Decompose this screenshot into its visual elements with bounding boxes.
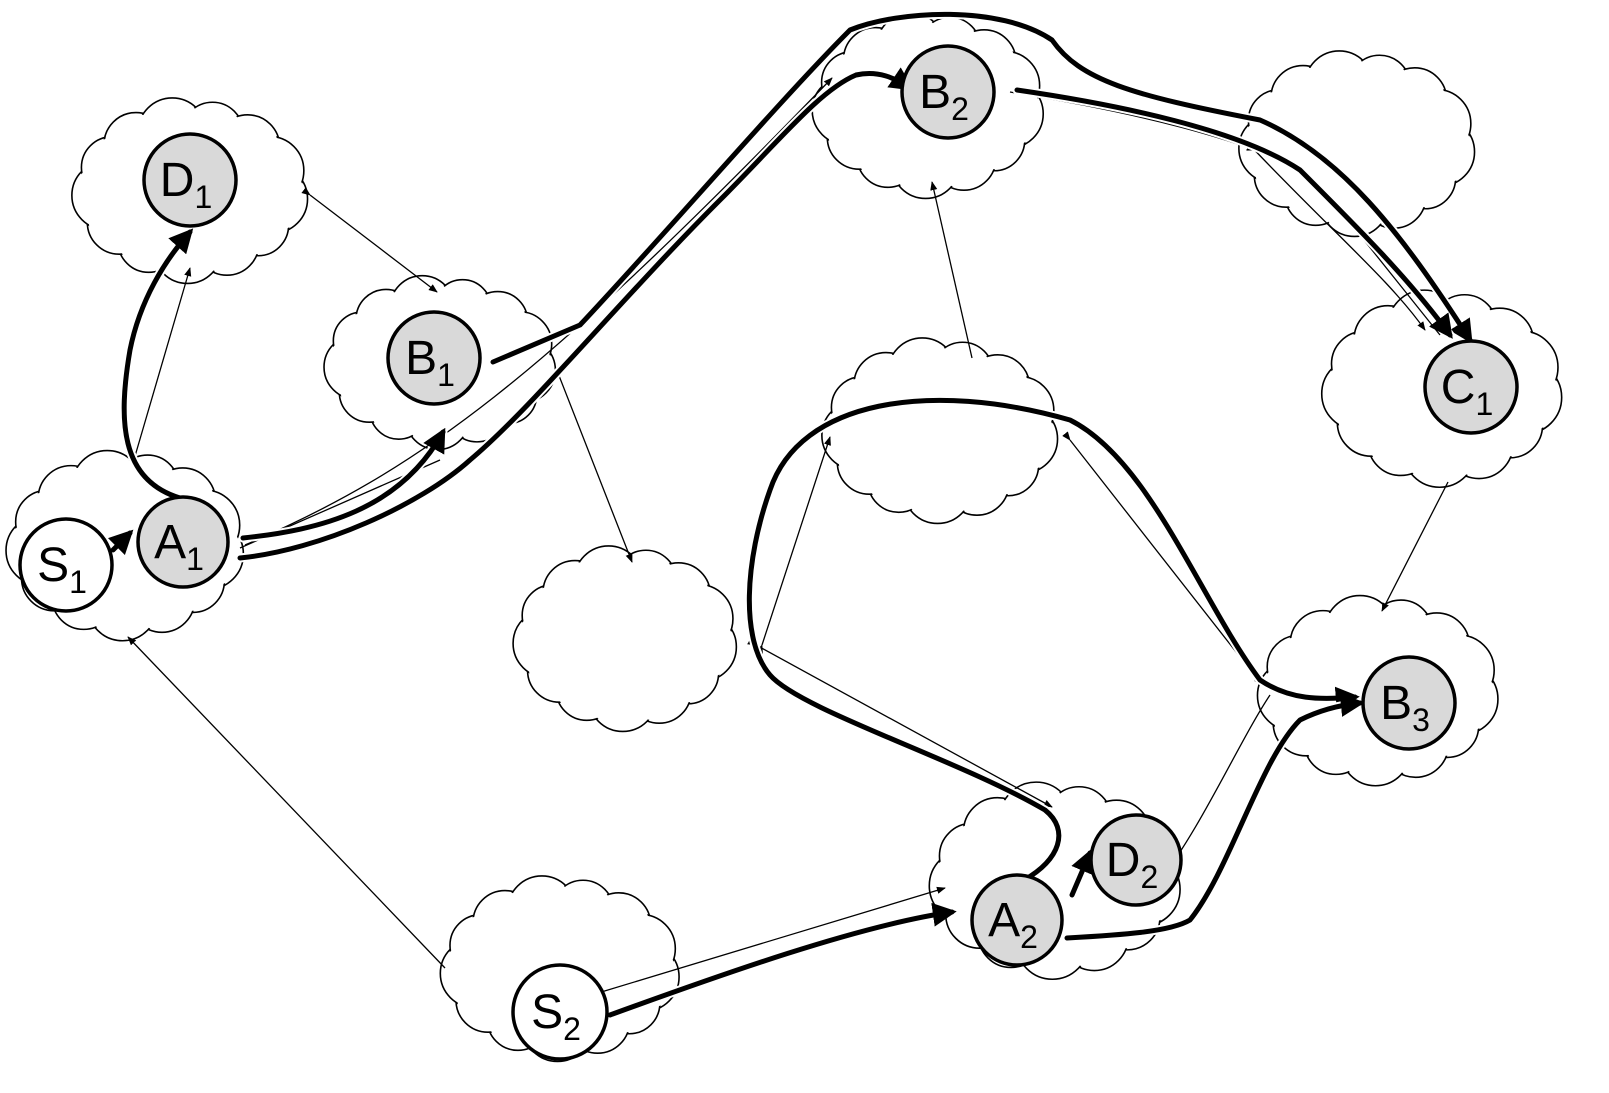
node-letter: D bbox=[160, 154, 195, 207]
cloud-d1 bbox=[71, 97, 309, 285]
path-a1-b2 bbox=[237, 67, 914, 561]
node-c1[interactable]: C1 bbox=[1423, 339, 1519, 435]
node-s2[interactable]: S2 bbox=[511, 963, 609, 1061]
node-b1[interactable]: B1 bbox=[386, 310, 482, 406]
node-label: D1 bbox=[160, 154, 212, 215]
node-letter: S bbox=[531, 986, 563, 1039]
node-circle bbox=[18, 517, 114, 613]
node-subscript: 2 bbox=[1140, 859, 1158, 895]
node-letter: D bbox=[1106, 834, 1141, 887]
node-circle bbox=[136, 495, 230, 589]
path-a1-d1 bbox=[121, 228, 194, 501]
node-label: C1 bbox=[1441, 361, 1493, 422]
node-subscript: 2 bbox=[951, 91, 969, 127]
node-subscript: 1 bbox=[186, 541, 204, 577]
node-circle bbox=[386, 310, 482, 406]
cloud-upper-right bbox=[1238, 50, 1476, 238]
link-center-b2 bbox=[930, 181, 973, 359]
node-subscript: 2 bbox=[1020, 919, 1038, 955]
node-label: A1 bbox=[154, 516, 204, 577]
path-b1-b2-c1 bbox=[490, 11, 1473, 365]
node-label: S1 bbox=[37, 539, 87, 600]
node-a1[interactable]: A1 bbox=[136, 495, 230, 589]
path-b2-c1 bbox=[1014, 87, 1453, 339]
link-b2-c1 bbox=[1244, 139, 1426, 331]
node-letter: B bbox=[405, 332, 437, 385]
node-subscript: 1 bbox=[194, 179, 212, 215]
cloud-empty-left bbox=[512, 545, 738, 733]
path-a2-d2 bbox=[1069, 848, 1094, 898]
path-a2-b3 bbox=[1064, 692, 1365, 941]
node-label: B3 bbox=[1380, 677, 1430, 738]
node-subscript: 3 bbox=[1412, 702, 1430, 738]
node-letter: A bbox=[988, 894, 1020, 947]
link-a1-d1 bbox=[132, 267, 192, 464]
link-empty-d2 bbox=[747, 637, 1053, 808]
link-empty-center bbox=[756, 436, 831, 654]
node-b2[interactable]: B2 bbox=[900, 44, 996, 140]
path-a1-b1-halo bbox=[238, 427, 448, 543]
node-s1[interactable]: S1 bbox=[18, 517, 114, 613]
link-c1-b3 bbox=[1381, 481, 1449, 612]
node-letter: B bbox=[919, 66, 951, 119]
thick-path-layer bbox=[107, 9, 1475, 1020]
link-d1-b1 bbox=[301, 187, 438, 293]
path-a2-center-b3 bbox=[746, 397, 1360, 883]
node-circle bbox=[511, 963, 609, 1061]
node-a2[interactable]: A2 bbox=[970, 873, 1064, 967]
node-letter: B bbox=[1380, 677, 1412, 730]
node-circle bbox=[1361, 655, 1457, 751]
path-a1-b1 bbox=[240, 427, 446, 541]
link-s2-a2 bbox=[597, 886, 946, 994]
link-b1-empty bbox=[555, 367, 633, 563]
node-label: A2 bbox=[988, 894, 1038, 955]
cloud-center bbox=[821, 337, 1059, 525]
node-label: D2 bbox=[1106, 834, 1158, 895]
link-a1-b2 bbox=[244, 77, 833, 546]
node-circle bbox=[1423, 339, 1519, 435]
node-letter: C bbox=[1441, 361, 1476, 414]
node-b3[interactable]: B3 bbox=[1361, 655, 1457, 751]
node-d2[interactable]: D2 bbox=[1089, 813, 1183, 907]
thin-link-layer bbox=[127, 77, 1449, 994]
link-b2-upper bbox=[1009, 91, 1256, 151]
node-circle bbox=[900, 44, 996, 140]
link-s2-s1 bbox=[127, 636, 446, 969]
node-letter: S bbox=[37, 539, 69, 592]
node-letter: A bbox=[154, 516, 186, 569]
node-d1[interactable]: D1 bbox=[142, 132, 238, 228]
node-label: S2 bbox=[531, 986, 581, 1047]
node-circle bbox=[1089, 813, 1183, 907]
node-label: B2 bbox=[919, 66, 969, 127]
path-a1-b2-halo bbox=[235, 69, 915, 563]
path-s2-a2 bbox=[607, 902, 957, 1018]
node-subscript: 1 bbox=[69, 564, 87, 600]
link-center-b3 bbox=[1062, 431, 1263, 686]
node-circle bbox=[970, 873, 1064, 967]
node-label: B1 bbox=[405, 332, 455, 393]
node-subscript: 1 bbox=[1475, 386, 1493, 422]
path-s1-a1 bbox=[107, 529, 134, 556]
node-subscript: 1 bbox=[437, 357, 455, 393]
node-circle bbox=[142, 132, 238, 228]
node-subscript: 2 bbox=[563, 1011, 581, 1047]
